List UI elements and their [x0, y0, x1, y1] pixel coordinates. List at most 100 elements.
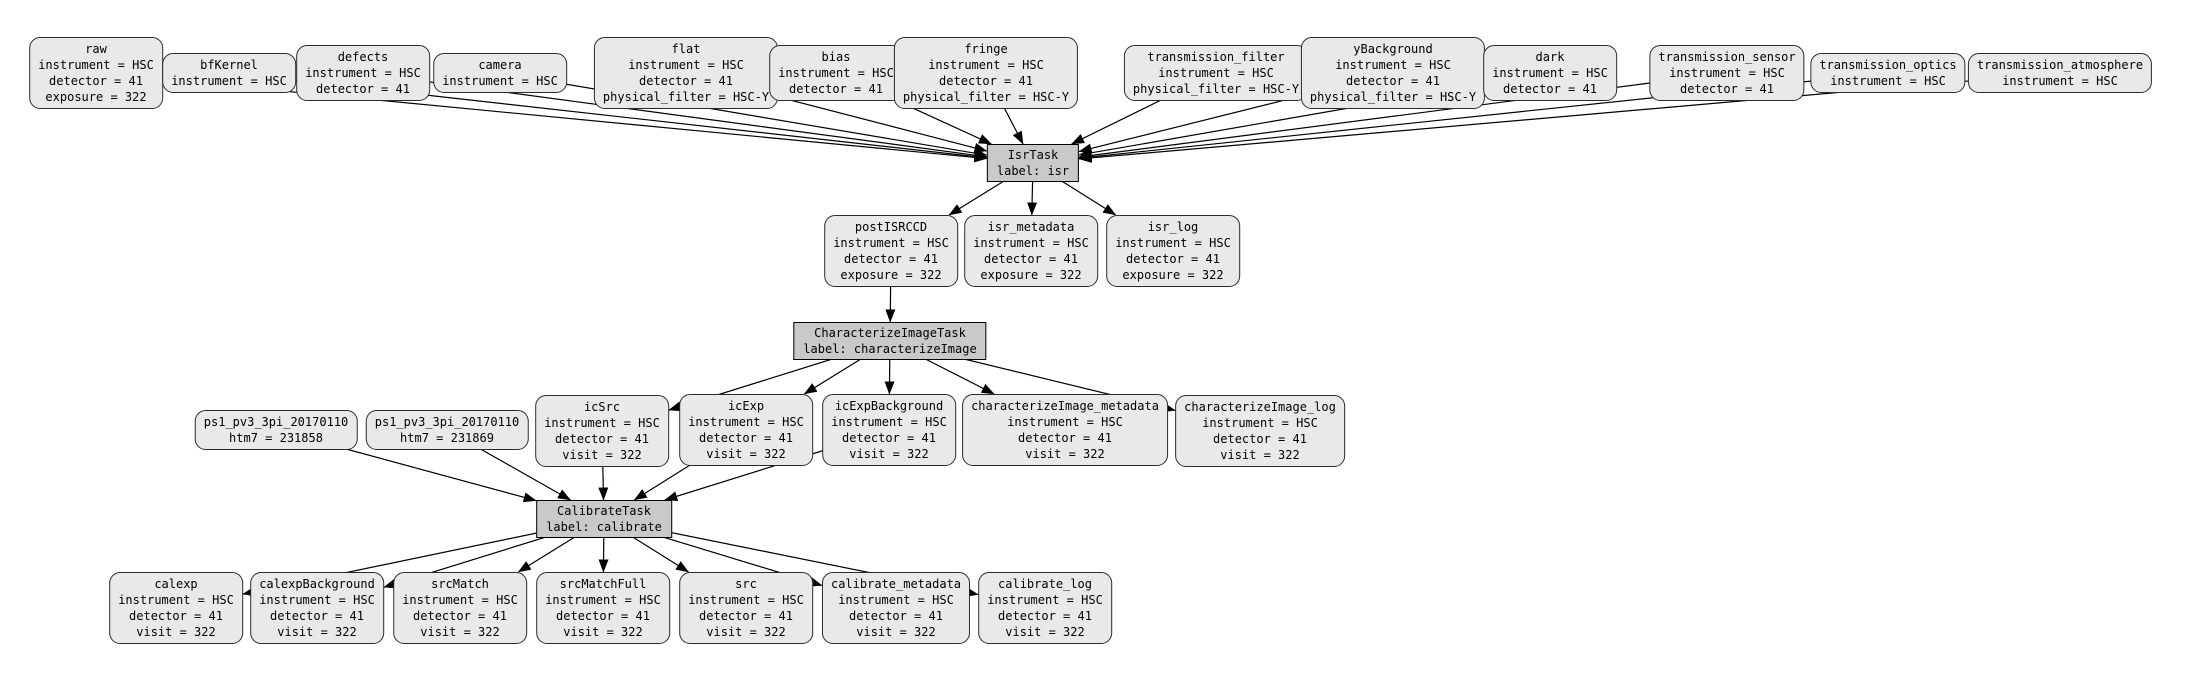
node-attr: detector = 41	[1213, 432, 1307, 446]
node-title: defects	[337, 50, 389, 64]
node-attr: detector = 41	[844, 252, 938, 266]
node-attr: instrument = HSC	[1492, 66, 1608, 80]
node-attr: exposure = 322	[45, 90, 147, 104]
dataset-node-srcMatchFull: srcMatchFull instrument = HSC detector = 4…	[536, 572, 670, 644]
dataset-node-characterizeImage_metadata: characterizeImage_metadata instrument = H…	[962, 394, 1168, 466]
node-attr: instrument = HSC	[778, 66, 894, 80]
node-title: calibrate_metadata	[830, 577, 962, 591]
node-attr: visit = 322	[1220, 448, 1300, 462]
node-attr: instrument = HSC	[928, 58, 1044, 72]
node-attr: visit = 322	[706, 447, 786, 461]
task-node-calibrate: CalibrateTask label: calibrate	[536, 500, 672, 538]
node-attr: visit = 322	[562, 448, 642, 462]
node-attr: exposure = 322	[980, 268, 1082, 282]
node-title: icSrc	[583, 400, 621, 414]
node-attr: instrument = HSC	[1007, 415, 1123, 429]
node-attr: detector = 41	[1680, 82, 1774, 96]
node-title: transmission_sensor	[1658, 50, 1796, 64]
node-title: characterizeImage_metadata	[971, 399, 1159, 413]
node-attr: instrument = HSC	[305, 66, 421, 80]
node-attr: instrument = HSC	[973, 236, 1089, 250]
node-attr: instrument = HSC	[831, 415, 947, 429]
node-attr: detector = 41	[998, 609, 1092, 623]
node-attr: detector = 41	[789, 82, 883, 96]
node-attr: label: isr	[996, 164, 1070, 178]
edge-transmission_sensor-to-isr	[1078, 72, 1728, 161]
node-attr: detector = 41	[1018, 431, 1112, 445]
node-title: bias	[821, 50, 851, 64]
node-attr: instrument = HSC	[118, 593, 234, 607]
node-attr: htm7 = 231869	[400, 431, 494, 445]
node-attr: visit = 322	[856, 625, 936, 639]
node-attr: detector = 41	[699, 609, 793, 623]
dataset-node-transmission_filter: transmission_filter instrument = HSC physi…	[1123, 45, 1309, 101]
node-attr: label: calibrate	[546, 520, 662, 534]
node-attr: visit = 322	[1025, 447, 1105, 461]
node-attr: instrument = HSC	[838, 593, 954, 607]
node-title: ps1_pv3_3pi_20170110	[203, 415, 349, 429]
node-attr: instrument = HSC	[544, 416, 660, 430]
node-title: fringe	[964, 42, 1008, 56]
dataset-node-icSrc: icSrc instrument = HSC detector = 41 visit …	[535, 395, 669, 467]
node-attr: detector = 41	[556, 609, 650, 623]
node-attr: visit = 322	[706, 625, 786, 639]
node-title: srcMatch	[431, 577, 489, 591]
node-title: calexpBackground	[259, 577, 375, 591]
node-attr: instrument = HSC	[1158, 66, 1274, 80]
node-attr: htm7 = 231858	[229, 431, 323, 445]
node-attr: instrument = HSC	[545, 593, 661, 607]
node-attr: physical_filter = HSC-Y	[602, 90, 770, 104]
node-attr: visit = 322	[277, 625, 357, 639]
node-attr: physical_filter = HSC-Y	[1132, 82, 1300, 96]
node-attr: instrument = HSC	[1830, 74, 1946, 88]
node-attr: visit = 322	[849, 447, 929, 461]
node-attr: instrument = HSC	[402, 593, 518, 607]
node-title: CalibrateTask	[557, 504, 651, 518]
node-attr: exposure = 322	[1122, 268, 1224, 282]
node-attr: instrument = HSC	[1115, 236, 1231, 250]
node-title: CharacterizeImageTask	[814, 326, 966, 340]
node-attr: visit = 322	[563, 625, 643, 639]
node-title: characterizeImage_log	[1184, 400, 1336, 414]
node-title: raw	[85, 42, 107, 56]
node-title: dark	[1535, 50, 1565, 64]
node-attr: detector = 41	[1346, 74, 1440, 88]
node-attr: physical_filter = HSC-Y	[902, 90, 1070, 104]
node-title: calexp	[154, 577, 198, 591]
node-attr: instrument = HSC	[1335, 58, 1451, 72]
node-attr: instrument = HSC	[2002, 74, 2118, 88]
edge-camera-to-isr	[499, 72, 988, 159]
node-attr: instrument = HSC	[628, 58, 744, 72]
node-attr: detector = 41	[1126, 252, 1220, 266]
node-attr: instrument = HSC	[259, 593, 375, 607]
node-attr: visit = 322	[1005, 625, 1085, 639]
dataset-node-bias: bias instrument = HSC detector = 41	[769, 45, 903, 101]
node-title: transmission_filter	[1147, 50, 1285, 64]
node-title: srcMatchFull	[559, 577, 647, 591]
node-attr: physical_filter = HSC-Y	[1309, 90, 1477, 104]
dataset-node-ps1_a: ps1_pv3_3pi_20170110 htm7 = 231858	[194, 410, 358, 450]
node-attr: visit = 322	[420, 625, 500, 639]
node-attr: instrument = HSC	[833, 236, 949, 250]
node-title: ps1_pv3_3pi_20170110	[374, 415, 520, 429]
node-title: icExpBackground	[834, 399, 944, 413]
node-attr: detector = 41	[639, 74, 733, 88]
node-attr: detector = 41	[555, 432, 649, 446]
